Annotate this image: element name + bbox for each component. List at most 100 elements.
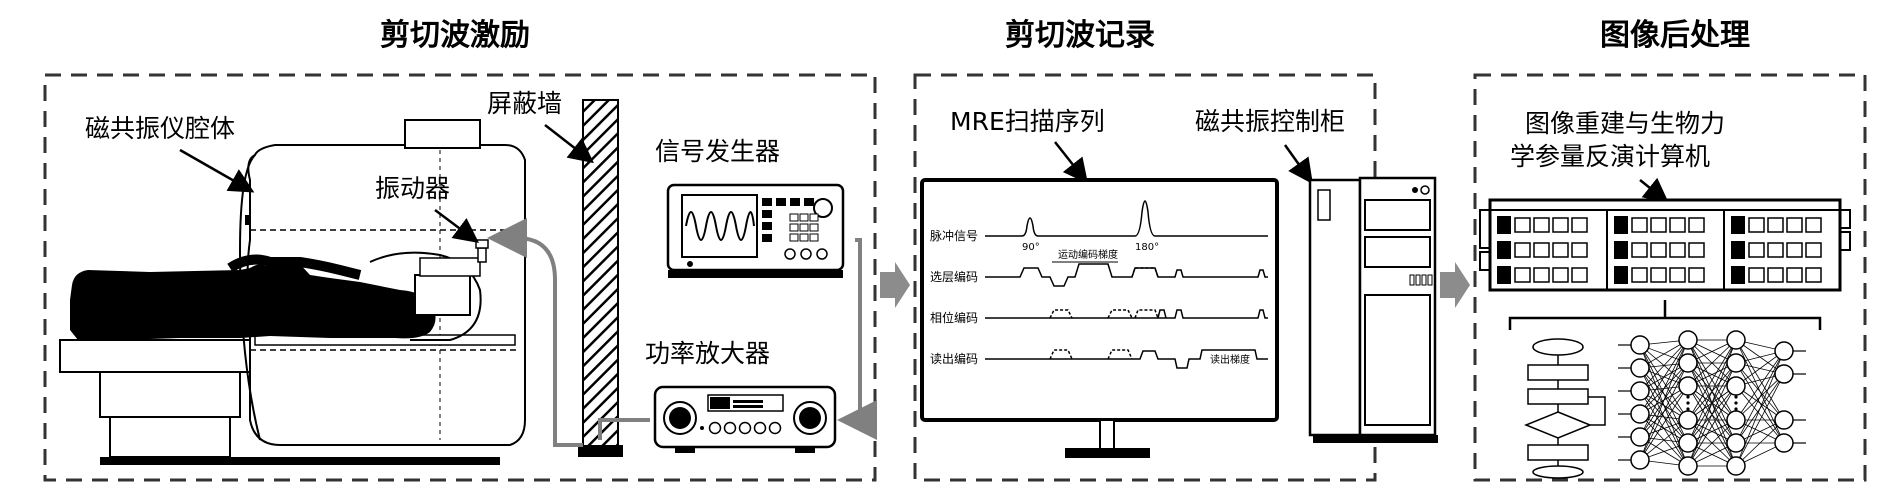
label-shield-wall: 屏蔽墙 bbox=[487, 89, 562, 118]
nn-node bbox=[1726, 410, 1746, 430]
pulse-180-label: 180° bbox=[1135, 242, 1159, 253]
drive-bay-slot bbox=[1748, 217, 1765, 233]
nn-node bbox=[1630, 381, 1650, 401]
nn-node bbox=[1630, 450, 1650, 470]
label-processing-line2: 学参量反演计算机 bbox=[1510, 142, 1710, 171]
nn-node bbox=[1630, 335, 1650, 355]
nn-edge bbox=[1687, 362, 1737, 467]
nn-edge bbox=[1687, 339, 1737, 421]
panel-excitation bbox=[43, 73, 877, 482]
leader-shield-wall bbox=[544, 124, 594, 164]
drive-bay-slot bbox=[1650, 267, 1667, 283]
drive-bay-slot bbox=[1514, 242, 1531, 258]
pulse-90-label: 90° bbox=[1022, 242, 1040, 253]
nn-edge bbox=[1687, 339, 1737, 387]
nn-node bbox=[1678, 353, 1698, 373]
nn-node bbox=[1678, 376, 1698, 396]
control-cabinet bbox=[1308, 176, 1438, 443]
drive-bay-slot bbox=[1786, 267, 1803, 283]
drive-bay-slot bbox=[1631, 267, 1648, 283]
seq-row-label-1: 选层编码 bbox=[930, 269, 978, 284]
seq-line-phase bbox=[985, 309, 1268, 319]
label-vibrator: 振动器 bbox=[375, 174, 450, 203]
drive-bay-indicator bbox=[1497, 266, 1511, 284]
drive-bay-slot bbox=[1631, 217, 1648, 233]
panel-processing bbox=[1473, 73, 1867, 482]
nn-edge bbox=[1735, 350, 1785, 421]
nn-edge bbox=[1735, 373, 1785, 467]
section-title-recording: 剪切波记录 bbox=[1005, 18, 1155, 53]
leader-mri-body bbox=[179, 148, 255, 193]
motion-gradient-label: 运动编码梯度 bbox=[1058, 248, 1118, 261]
nn-edge bbox=[1639, 339, 1689, 438]
nn-node bbox=[1726, 456, 1746, 476]
head-coil bbox=[369, 239, 489, 341]
nn-edge bbox=[1639, 344, 1689, 421]
cable-lines bbox=[487, 218, 877, 447]
drive-bay-slot bbox=[1514, 217, 1531, 233]
drive-bay-slot bbox=[1669, 217, 1686, 233]
flow-arrow-2 bbox=[1440, 262, 1470, 308]
drive-bay-indicator bbox=[1614, 266, 1628, 284]
drive-bay-slot bbox=[1805, 217, 1822, 233]
signal-generator bbox=[666, 183, 845, 278]
drive-bay-slot bbox=[1786, 217, 1803, 233]
seq-row-label-0: 脉冲信号 bbox=[930, 228, 978, 243]
seq-line-slice bbox=[985, 263, 1268, 287]
flow-arrow-1 bbox=[880, 262, 910, 308]
seq-row-label-3: 读出编码 bbox=[930, 351, 978, 366]
processing-bracket bbox=[1508, 300, 1822, 330]
shield-wall-port bbox=[578, 445, 623, 457]
nn-node bbox=[1726, 330, 1746, 350]
nn-edge bbox=[1639, 385, 1689, 461]
nn-node bbox=[1630, 358, 1650, 378]
nn-edge bbox=[1639, 339, 1689, 415]
nn-node bbox=[1726, 433, 1746, 453]
drive-bay-slot bbox=[1552, 242, 1569, 258]
nn-node bbox=[1774, 341, 1794, 361]
nn-edge bbox=[1735, 385, 1785, 444]
drive-bay-indicator bbox=[1497, 216, 1511, 234]
drive-bay-indicator bbox=[1614, 216, 1628, 234]
drive-bay-indicator bbox=[1614, 241, 1628, 259]
drive-bay-slot bbox=[1571, 217, 1588, 233]
drive-bay-indicator bbox=[1731, 266, 1745, 284]
nn-edge bbox=[1687, 419, 1737, 467]
seq-line-pulse bbox=[985, 200, 1268, 237]
nn-ellipsis-dot bbox=[1686, 395, 1690, 399]
drive-bay-indicator bbox=[1497, 241, 1511, 259]
nn-node bbox=[1630, 427, 1650, 447]
drive-bay-slot bbox=[1552, 217, 1569, 233]
patient-body bbox=[70, 254, 436, 340]
sequence-diagram: 脉冲信号 选层编码 相位编码 读出编码 90° 180° 运动编码梯度 读出梯度 bbox=[930, 200, 1268, 369]
label-signal-generator: 信号发生器 bbox=[655, 137, 780, 166]
label-control-cabinet: 磁共振控制柜 bbox=[1195, 107, 1345, 136]
nn-node bbox=[1726, 376, 1746, 396]
drive-bay-slot bbox=[1688, 267, 1705, 283]
leader-processing bbox=[1639, 177, 1669, 204]
drive-bay-slot bbox=[1767, 242, 1784, 258]
nn-edge bbox=[1735, 362, 1785, 421]
drive-bay-slot bbox=[1805, 267, 1822, 283]
seq-row-label-2: 相位编码 bbox=[930, 310, 978, 325]
drive-bay-slot bbox=[1767, 267, 1784, 283]
leader-vibrator bbox=[434, 209, 479, 243]
nn-node bbox=[1774, 433, 1794, 453]
nn-node bbox=[1678, 456, 1698, 476]
power-amplifier bbox=[653, 385, 837, 453]
nn-ellipsis-dot bbox=[1686, 401, 1690, 405]
leader-mre-sequence bbox=[1054, 141, 1089, 184]
nn-edge bbox=[1687, 339, 1737, 444]
section-title-processing: 图像后处理 bbox=[1600, 18, 1750, 53]
drive-bay-slot bbox=[1669, 242, 1686, 258]
nn-node bbox=[1774, 364, 1794, 384]
nn-node bbox=[1678, 330, 1698, 350]
server-drive-bays bbox=[1497, 216, 1822, 284]
nn-node bbox=[1630, 404, 1650, 424]
drive-bay-slot bbox=[1533, 217, 1550, 233]
drive-bay-slot bbox=[1669, 267, 1686, 283]
drive-bay-slot bbox=[1748, 267, 1765, 283]
nn-edge bbox=[1735, 350, 1785, 444]
nn-edge bbox=[1639, 339, 1689, 392]
